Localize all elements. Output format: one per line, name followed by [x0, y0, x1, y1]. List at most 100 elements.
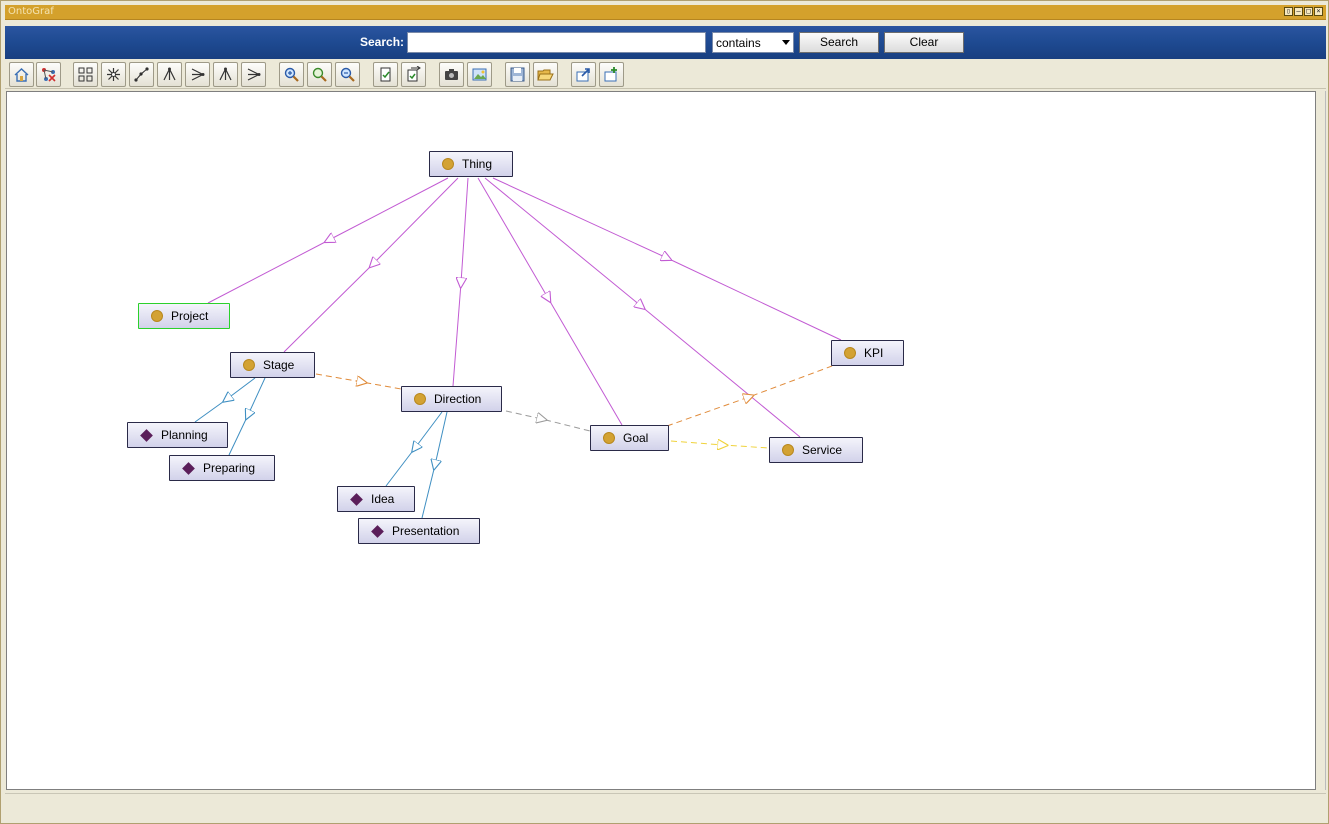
- zoom-out-button[interactable]: [335, 62, 360, 87]
- node-goal[interactable]: Goal: [590, 425, 669, 451]
- edge-thing-project: [207, 177, 449, 304]
- grid-layout-icon: [78, 67, 93, 82]
- individual-icon: [350, 492, 363, 506]
- node-idea[interactable]: Idea: [337, 486, 415, 512]
- add-button[interactable]: [599, 62, 624, 87]
- search-input[interactable]: [407, 32, 706, 53]
- node-presentation[interactable]: Presentation: [358, 518, 480, 544]
- node-stage[interactable]: Stage: [230, 352, 315, 378]
- open-icon: [537, 69, 554, 81]
- export-button[interactable]: [571, 62, 596, 87]
- close-icon[interactable]: ×: [1314, 7, 1323, 16]
- node-planning[interactable]: Planning: [127, 422, 228, 448]
- node-direction[interactable]: Direction: [401, 386, 502, 412]
- tree-vertical-icon: [163, 67, 176, 81]
- match-mode-value: contains: [716, 36, 761, 50]
- class-icon: [782, 444, 794, 456]
- edge-thing-service: [484, 177, 801, 438]
- edge-goal-service: [670, 441, 770, 448]
- filter-arcs-button[interactable]: [401, 62, 426, 87]
- edge-stage-planning: [194, 377, 256, 423]
- save-button[interactable]: [505, 62, 530, 87]
- tree-vertical-button[interactable]: [157, 62, 182, 87]
- maximize-icon[interactable]: □: [1304, 7, 1313, 16]
- export-icon: [576, 68, 590, 82]
- float-icon[interactable]: ▯: [1284, 7, 1293, 16]
- node-label: Goal: [623, 431, 649, 445]
- clear-button[interactable]: Clear: [884, 32, 964, 53]
- individual-icon: [140, 428, 153, 442]
- home-icon: [14, 68, 29, 82]
- snapshot-icon: [445, 69, 458, 80]
- class-icon: [603, 432, 615, 444]
- class-icon: [844, 347, 856, 359]
- zoom-in-button[interactable]: [279, 62, 304, 87]
- tree-horizontal-button[interactable]: [185, 62, 210, 87]
- edge-direction-presentation: [421, 411, 448, 519]
- hide-icon: [42, 68, 56, 82]
- edge-direction-idea: [385, 411, 443, 487]
- node-thing[interactable]: Thing: [429, 151, 513, 177]
- status-bar: [5, 793, 1326, 819]
- tree-horizontal-alt-icon: [247, 68, 261, 81]
- edge-stage-preparing: [228, 377, 266, 456]
- node-label: Preparing: [203, 461, 256, 475]
- node-label: Planning: [161, 428, 208, 442]
- tree-vertical-alt-icon: [219, 67, 232, 81]
- vertical-scrollbar[interactable]: [1316, 91, 1326, 790]
- radial-layout-icon: [134, 67, 149, 82]
- zoom-out-icon: [340, 67, 355, 82]
- home-button[interactable]: [9, 62, 34, 87]
- window-controls: ▯ – □ ×: [1284, 7, 1323, 16]
- node-label: Project: [171, 309, 209, 323]
- edge-thing-direction: [452, 177, 469, 387]
- node-preparing[interactable]: Preparing: [169, 455, 275, 481]
- node-project[interactable]: Project: [138, 303, 230, 329]
- node-label: Direction: [434, 392, 482, 406]
- node-kpi[interactable]: KPI: [831, 340, 904, 366]
- filter-nodes-button[interactable]: [373, 62, 398, 87]
- grid-layout-button[interactable]: [73, 62, 98, 87]
- node-service[interactable]: Service: [769, 437, 863, 463]
- node-label: KPI: [864, 346, 884, 360]
- node-label: Stage: [263, 358, 295, 372]
- spring-layout-icon: [107, 68, 120, 81]
- individual-icon: [182, 461, 195, 475]
- class-icon: [442, 158, 454, 170]
- individual-icon: [371, 524, 384, 538]
- snapshot-button[interactable]: [439, 62, 464, 87]
- node-label: Idea: [371, 492, 395, 506]
- export-image-button[interactable]: [467, 62, 492, 87]
- toolbar: [5, 59, 1326, 89]
- node-label: Service: [802, 443, 843, 457]
- search-button[interactable]: Search: [799, 32, 879, 53]
- edge-direction-goal: [505, 410, 591, 432]
- class-icon: [151, 310, 163, 322]
- add-icon: [604, 67, 617, 82]
- graph-canvas[interactable]: Thing Project Stage Direction Goal Servi…: [6, 91, 1316, 790]
- node-label: Presentation: [392, 524, 460, 538]
- tree-horizontal-alt-button[interactable]: [241, 62, 266, 87]
- edge-thing-kpi: [492, 177, 842, 341]
- node-label: Thing: [462, 157, 493, 171]
- zoom-fit-button[interactable]: [307, 62, 332, 87]
- minimize-icon[interactable]: –: [1294, 7, 1303, 16]
- edge-thing-stage: [283, 177, 459, 353]
- graph-edges: [194, 177, 842, 519]
- zoom-fit-icon: [312, 67, 327, 82]
- class-icon: [414, 393, 426, 405]
- radial-layout-button[interactable]: [129, 62, 154, 87]
- edge-thing-goal: [477, 177, 623, 426]
- search-bar: Search: contains Search Clear: [5, 26, 1326, 59]
- class-icon: [243, 359, 255, 371]
- tree-vertical-alt-button[interactable]: [213, 62, 238, 87]
- spring-layout-button[interactable]: [101, 62, 126, 87]
- open-button[interactable]: [533, 62, 558, 87]
- export-image-icon: [472, 68, 487, 81]
- hide-button[interactable]: [36, 62, 61, 87]
- zoom-in-icon: [284, 67, 299, 82]
- edge-stage-direction: [315, 373, 402, 390]
- window-title: OntoGraf: [8, 6, 54, 17]
- match-mode-select[interactable]: contains: [712, 32, 794, 53]
